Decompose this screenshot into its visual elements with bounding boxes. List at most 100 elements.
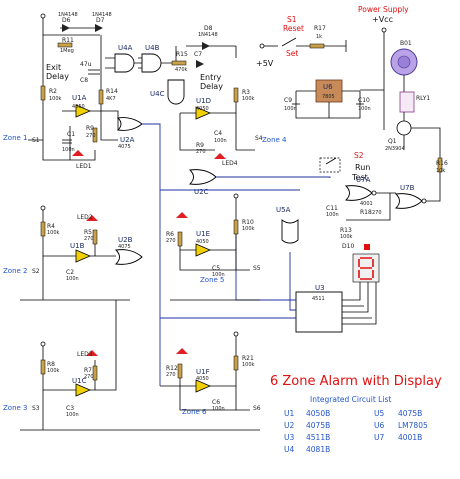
zone-5-circuit: R6 270 U1E 4050 R10 100k C5 100n Zone 5 …	[166, 193, 261, 284]
u2a-or-gate	[117, 117, 143, 131]
label-r4: R4	[47, 223, 55, 230]
r21-resistor	[233, 355, 239, 371]
label-c1: C1	[67, 131, 75, 138]
label-r18-value: 270	[372, 210, 382, 216]
zone-2-label: Zone 2	[3, 267, 28, 275]
zone-3-label: Zone 3	[3, 404, 28, 412]
label-s1: S1	[32, 137, 40, 144]
ic-ref-u1: U1	[284, 409, 294, 418]
label-s6: S6	[253, 405, 261, 412]
vcc-label: +Vcc	[372, 15, 393, 24]
label-r9-4: R9	[196, 142, 204, 149]
r12-resistor	[177, 363, 183, 379]
supply-top: D8 1N4148 +5V S1 Reset Set R17 1k Power …	[175, 5, 448, 174]
led6	[176, 348, 188, 354]
ic-part-u4: 4081B	[306, 445, 330, 454]
label-c2-value: 100n	[66, 276, 79, 282]
led4	[214, 153, 226, 159]
s2-switch[interactable]	[325, 157, 337, 165]
label-u3-ic: 4511	[312, 296, 325, 302]
label-r21-value: 100k	[242, 362, 255, 368]
label-d6: D6	[62, 17, 71, 24]
label-u2b-ic: 4075	[118, 244, 131, 250]
label-c3-value: 100n	[66, 412, 79, 418]
ic-list: Integrated Circuit List U1 4050B U2 4075…	[284, 395, 428, 454]
label-u1e: U1E	[196, 230, 210, 238]
r7-resistor	[92, 365, 98, 381]
u5a-or-gate	[281, 219, 299, 244]
label-u6-value: 7805	[322, 94, 335, 100]
u4a-gate	[114, 53, 135, 73]
u1c-buffer	[75, 383, 92, 397]
label-led1: LED1	[76, 163, 92, 170]
led1	[72, 150, 84, 156]
led3	[86, 350, 98, 356]
ic-ref-u6: U6	[374, 421, 384, 430]
label-u1d-ic: 4050	[196, 106, 209, 112]
s2-label: S2	[354, 151, 364, 160]
label-r7-value: 270	[84, 374, 94, 380]
r11-resistor	[57, 42, 73, 48]
label-c5: C5	[212, 265, 220, 272]
label-r5-value: 270	[84, 236, 94, 242]
vcc-terminal-1	[40, 13, 46, 19]
label-u1a: U1A	[72, 94, 87, 102]
label-s2: S2	[32, 268, 40, 275]
label-r17-value: 1k	[316, 34, 322, 40]
relay-rly1	[399, 91, 415, 113]
zone-3-circuit: R8 100k U1C LED3 R7 270 C3 100n Zone 3 S…	[3, 300, 117, 430]
s1-switch[interactable]	[281, 37, 312, 47]
ic-ref-u5: U5	[374, 409, 384, 418]
label-u1a-ic: 4050	[72, 104, 85, 110]
label-c5-value: 100n	[212, 272, 225, 278]
u1b-buffer	[75, 249, 92, 263]
ic-part-u6: LM7805	[398, 421, 428, 430]
label-s3: S3	[32, 405, 40, 412]
entry-delay-label-2: Delay	[200, 82, 223, 91]
label-r7: R7	[84, 367, 92, 374]
label-r21: R21	[242, 355, 254, 362]
label-u1b: U1B	[70, 242, 85, 250]
label-u2a-ic: 4075	[118, 144, 131, 150]
label-d7: D7	[96, 17, 105, 24]
label-u1e-ic: 4050	[196, 239, 209, 245]
r14-resistor	[98, 89, 104, 105]
wires-blue-mid	[142, 123, 331, 191]
ic-part-u5: 4075B	[398, 409, 422, 418]
label-r14-value: 4K7	[106, 96, 116, 102]
label-q1-value: 2N3904	[385, 146, 405, 152]
label-c8: C8	[80, 77, 88, 84]
label-u4c: U4C	[150, 90, 165, 98]
label-u7a-ic: 4001	[360, 201, 373, 207]
ic-ref-u4: U4	[284, 445, 294, 454]
zone-1-circuit: Zone 1 U1A 4050 R9 270 C1 100n LED1 S1	[3, 94, 119, 170]
label-led3: LED3	[77, 351, 93, 358]
ic-part-u3: 4511B	[306, 433, 330, 442]
label-c7: C7	[194, 51, 202, 58]
label-r18: R18	[360, 209, 372, 216]
led5	[176, 212, 188, 218]
r9-resistor-1	[92, 127, 98, 143]
label-r12-value: 270	[166, 372, 176, 378]
exit-delay-label-1: Exit	[46, 63, 61, 72]
label-led4: LED4	[222, 160, 238, 167]
label-r11-value: 1Meg	[60, 48, 74, 54]
u7b-nor-gate	[395, 193, 423, 209]
label-c10-value: 100n	[358, 106, 371, 112]
label-u1f-ic: 4050	[196, 376, 209, 382]
zone-6-label: Zone 6	[182, 408, 207, 416]
label-r6: R6	[166, 231, 174, 238]
ic-ref-u3: U3	[284, 433, 294, 442]
label-d8-value: 1N4148	[198, 32, 218, 38]
label-d6-value: 1N4148	[58, 12, 78, 18]
label-r2: R2	[49, 88, 57, 95]
label-u7a: U7A	[356, 176, 371, 184]
ic-ref-u7: U7	[374, 433, 384, 442]
label-c6-value: 100n	[212, 406, 225, 412]
ic-ref-u2: U2	[284, 421, 294, 430]
label-r17: R17	[314, 25, 326, 32]
ground-rails	[20, 299, 260, 431]
label-r8: R8	[47, 361, 55, 368]
